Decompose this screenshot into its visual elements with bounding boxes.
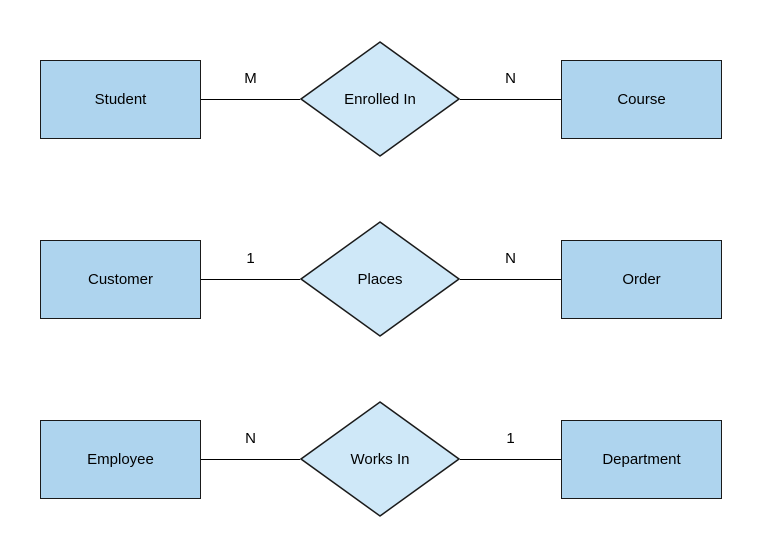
connector-line (201, 458, 300, 460)
connector-line (460, 458, 561, 460)
cardinality-label: N (505, 250, 516, 267)
cardinality-label: N (245, 430, 256, 447)
relationship-row-customer-order: Customer 1 Places N Order (0, 221, 761, 337)
entity-label: Order (622, 271, 661, 288)
relationship-works-in: Works In (300, 401, 460, 517)
connector-line (460, 98, 561, 100)
relationship-label: Enrolled In (344, 90, 416, 108)
entity-student: Student (40, 60, 201, 139)
entity-department: Department (561, 420, 722, 499)
entity-label: Customer (87, 271, 154, 288)
entity-label: Employee (87, 451, 154, 468)
cardinality-label: N (505, 70, 516, 87)
relationship-label: Works In (350, 450, 410, 468)
cardinality-label: M (244, 70, 257, 87)
diamond-shape (300, 41, 460, 157)
diamond-shape (300, 221, 460, 337)
connector-line (201, 98, 300, 100)
entity-customer: Customer (40, 240, 201, 319)
cardinality-label: 1 (246, 250, 255, 267)
entity-order: Order (561, 240, 722, 319)
relationship-row-employee-department: Employee N Works In 1 Department (0, 401, 761, 517)
entity-employee: Employee (40, 420, 201, 499)
connector-line (460, 278, 561, 280)
entity-course: Course (561, 60, 722, 139)
relationship-label: Places (357, 270, 403, 288)
entity-label: Department (602, 451, 681, 468)
relationship-enrolled-in: Enrolled In (300, 41, 460, 157)
entity-label: Student (94, 91, 147, 108)
cardinality-label: 1 (506, 430, 515, 447)
relationship-places: Places (300, 221, 460, 337)
entity-label: Course (617, 91, 666, 108)
relationship-row-student-course: Student M Enrolled In N Course (0, 41, 761, 157)
connector-line (201, 278, 300, 280)
diamond-shape (300, 401, 460, 517)
